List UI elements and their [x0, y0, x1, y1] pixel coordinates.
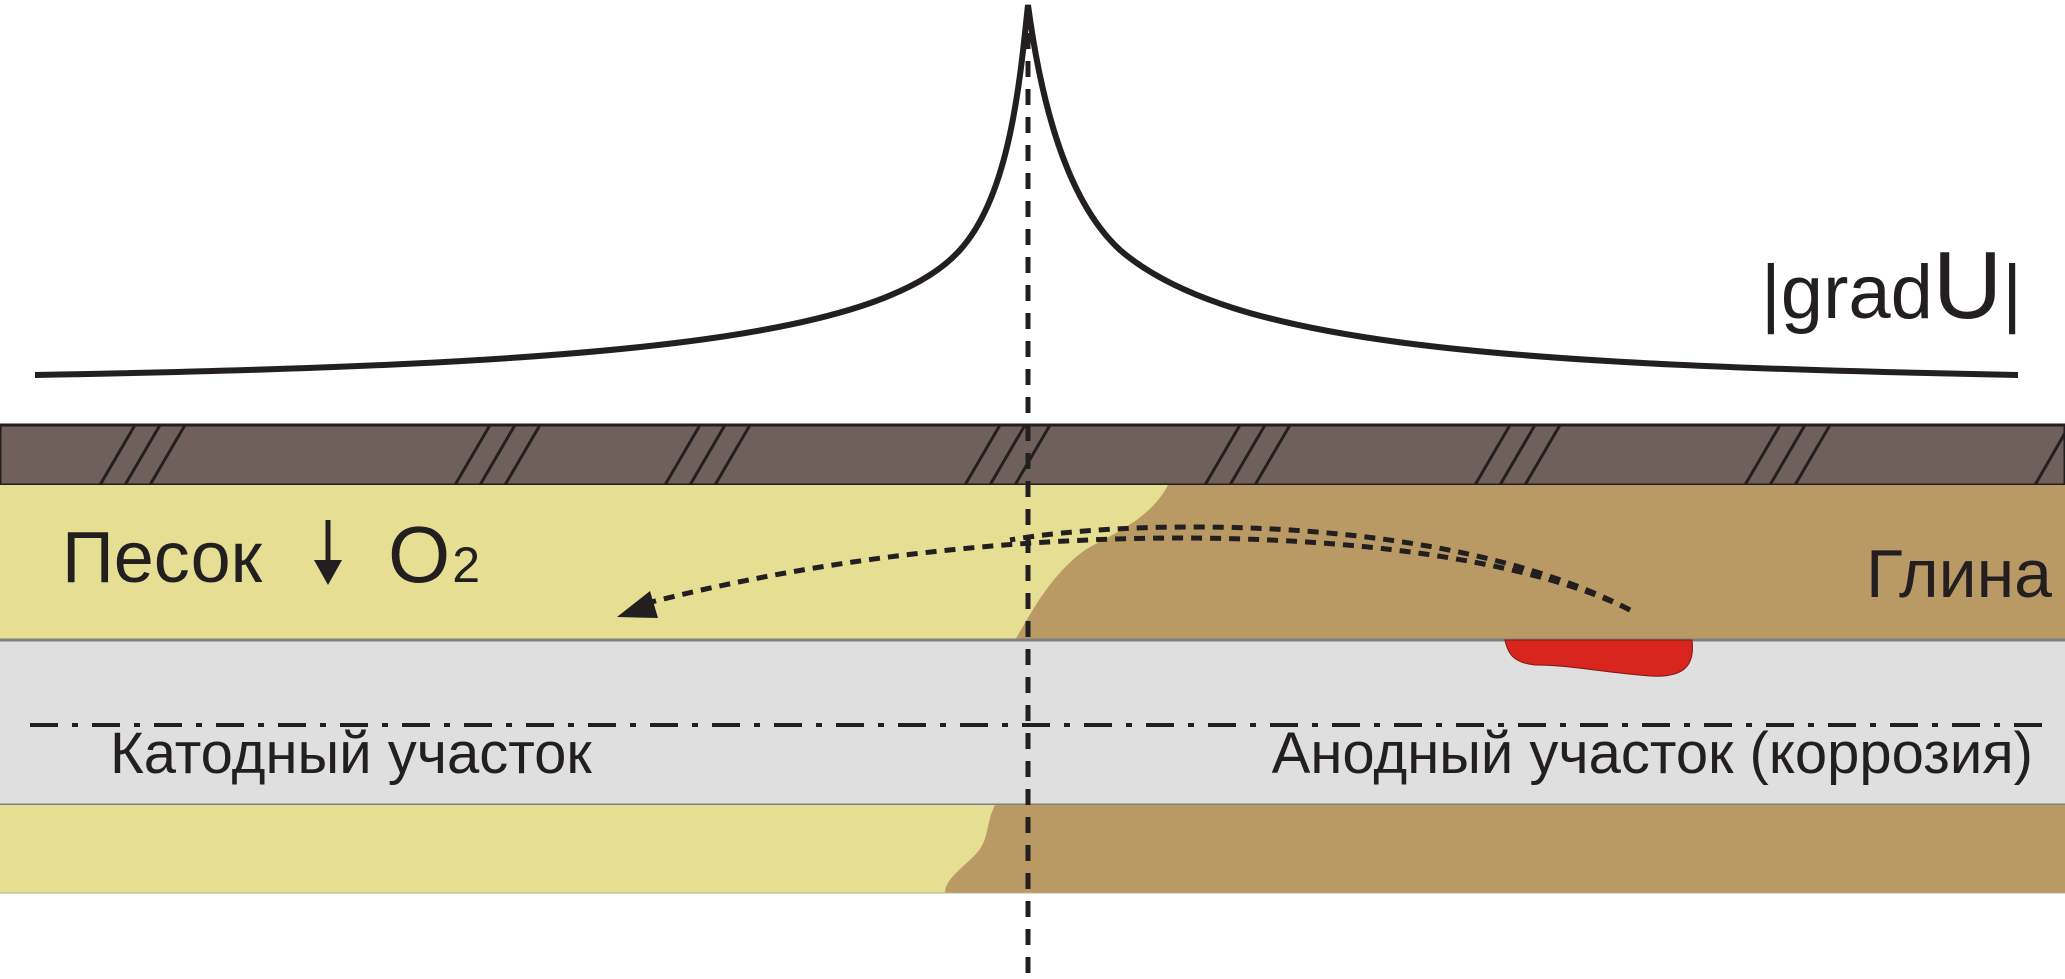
clay-label: Глина: [1866, 536, 2052, 612]
gradient-label: |gradU|: [1761, 232, 2022, 339]
current-flow-arrow: [639, 535, 1632, 613]
down-arrow-icon: [314, 520, 342, 585]
sand-zone-lower: [0, 805, 995, 893]
pipe: [0, 640, 2065, 805]
sand-label: Песок: [62, 518, 263, 598]
arrowhead-icon: [617, 591, 658, 618]
corrosion-spot: [1504, 639, 1694, 677]
cathode-label: Катодный участок: [110, 721, 592, 786]
anode-label: Анодный участок (коррозия): [1272, 721, 2033, 786]
oxygen-label: O2: [388, 510, 480, 599]
surface-hatching: [98, 424, 2065, 486]
current-flow-arrow: [1009, 524, 1632, 613]
sand-zone-upper: [0, 485, 1168, 640]
